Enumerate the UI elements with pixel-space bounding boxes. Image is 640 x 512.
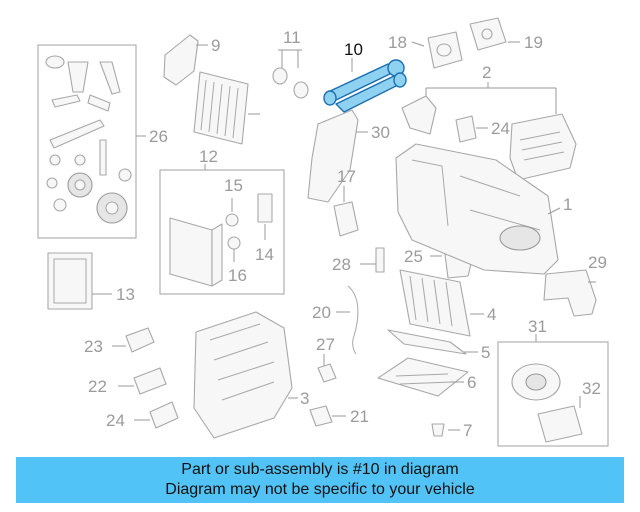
part-30-support: [307, 109, 359, 203]
callout-14: 14: [255, 245, 274, 264]
callout-18: 18: [388, 33, 407, 52]
part-12-evaporator: [169, 217, 213, 287]
part-20-hose: [347, 285, 359, 355]
callout-20: 20: [312, 303, 331, 322]
part-8-heater-core: [193, 71, 249, 145]
callout-29: 29: [588, 253, 607, 272]
callout-3: 3: [300, 389, 309, 408]
callout-31: 31: [528, 317, 547, 336]
callout-4: 4: [487, 305, 496, 324]
part-9-bracket: [163, 34, 199, 86]
part-1-hvac-housing: [395, 143, 559, 275]
callout-5: 5: [481, 343, 490, 362]
part-11-clamp: [293, 81, 309, 99]
callout-16: 16: [228, 266, 247, 285]
part-14-valve: [257, 193, 273, 223]
part-26-linkage-group: [37, 44, 137, 239]
callout-21: 21: [350, 407, 369, 426]
part-10-heater-pipe: [323, 59, 407, 113]
part-2-duct: [401, 95, 437, 135]
callout-22: 22: [88, 377, 107, 396]
part-5-tray: [387, 329, 467, 355]
info-banner: Part or sub-assembly is #10 in diagram D…: [16, 457, 624, 503]
callout-32: 32: [582, 379, 601, 398]
callout-26: 26: [149, 127, 168, 146]
part-24-actuator: [149, 401, 179, 429]
callout-27: 27: [316, 335, 335, 354]
part-12-box: [159, 169, 285, 295]
part-15-oring: [225, 213, 239, 227]
callout-28: 28: [332, 255, 351, 274]
part-22-actuator: [133, 367, 167, 395]
callout-24-bottom: 24: [106, 411, 125, 430]
part-2-vent: [509, 113, 577, 181]
callout-7: 7: [463, 421, 472, 440]
part-27-sensor: [317, 363, 337, 383]
part-3-housing: [193, 311, 293, 439]
callout-17: 17: [337, 167, 356, 186]
callout-13: 13: [116, 285, 135, 304]
callout-19: 19: [524, 33, 543, 52]
callout-25: 25: [404, 247, 423, 266]
part-31-blower-motor: [511, 363, 561, 401]
callout-23: 23: [84, 337, 103, 356]
part-4-filter-frame: [399, 269, 471, 337]
callout-9: 9: [211, 36, 220, 55]
part-24-bracket: [455, 115, 477, 143]
callout-6: 6: [467, 373, 476, 392]
callout-2: 2: [482, 63, 491, 82]
callout-24-top: 24: [491, 119, 510, 138]
part-29-bracket: [543, 269, 597, 317]
part-7-screw: [431, 423, 445, 437]
callout-12: 12: [199, 147, 218, 166]
part-13-filter: [47, 252, 93, 310]
callout-10: 10: [344, 40, 363, 59]
part-32-control-unit: [537, 405, 583, 443]
callout-11: 11: [283, 28, 301, 47]
callout-15: 15: [224, 176, 243, 195]
part-23-actuator: [125, 327, 155, 353]
parts-diagram: 26 9 11 10 18 19 2 24 30 12: [37, 17, 609, 447]
part-31-box: [497, 341, 609, 447]
callout-30: 30: [371, 123, 390, 142]
banner-line-1: Part or sub-assembly is #10 in diagram: [181, 461, 459, 478]
callout-1: 1: [563, 195, 572, 214]
part-11-clamp: [272, 67, 288, 85]
part-28-bolt: [375, 247, 385, 273]
part-21-resistor: [309, 405, 333, 427]
banner-line-2: Diagram may not be specific to your vehi…: [165, 481, 475, 498]
part-17-sensor: [333, 201, 359, 237]
part-6-plate: [377, 357, 469, 397]
part-16-oring: [227, 236, 241, 250]
